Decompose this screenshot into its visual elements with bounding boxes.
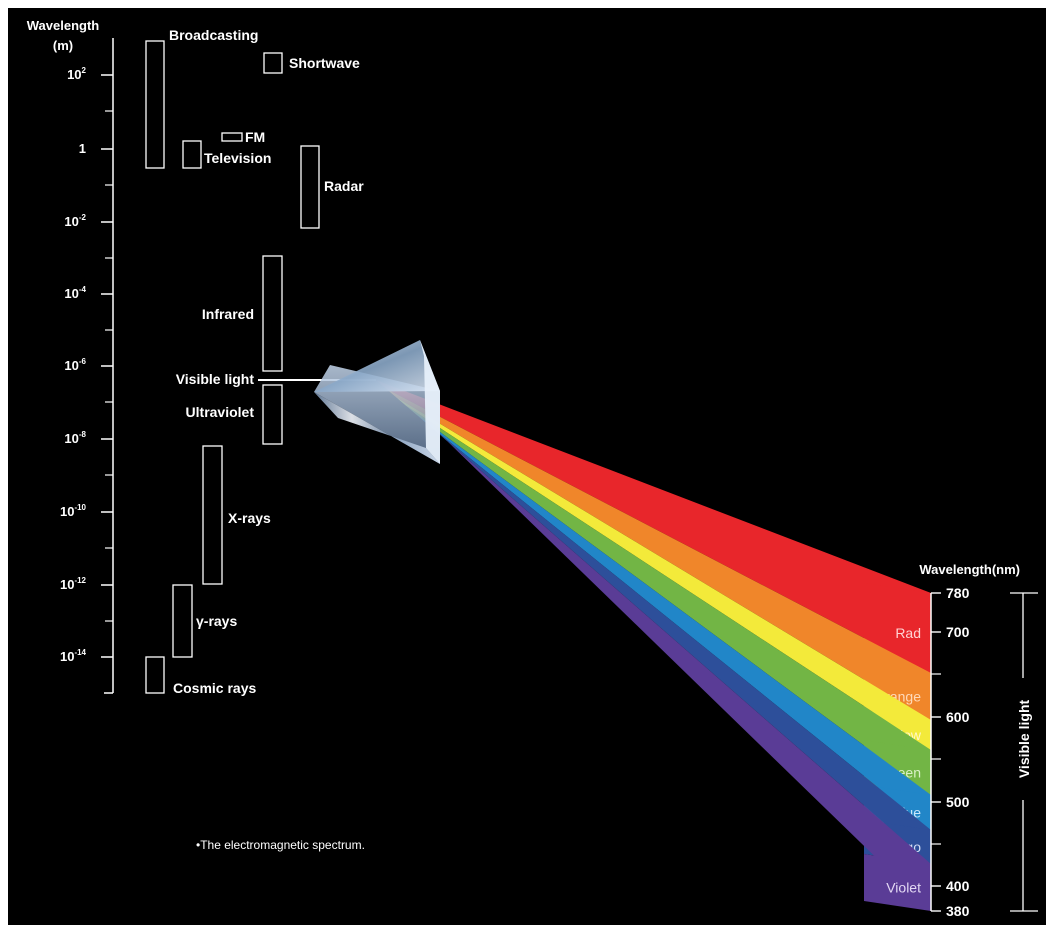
cosmic-rays-label: Cosmic rays [173, 680, 256, 696]
caption: •The electromagnetic spectrum. [196, 838, 365, 852]
television-label: Television [204, 150, 271, 166]
broadcasting-label: Broadcasting [169, 27, 258, 43]
fan-band-yellow [396, 397, 931, 750]
left-tick-label: 10-6 [64, 357, 86, 373]
fan-band-blue [416, 414, 931, 830]
left-tick-label: 10-14 [60, 648, 87, 664]
nm-tick-label: 700 [946, 624, 970, 640]
shortwave-label: Shortwave [289, 55, 360, 71]
left-tick-label: 1 [79, 141, 86, 156]
left-tick-label: 102 [67, 66, 86, 82]
prism-top-face [314, 340, 440, 392]
x-rays-label: X-rays [228, 510, 271, 526]
gamma-rays-label: γ-rays [196, 613, 237, 629]
left-scale-header: Wavelength [27, 18, 100, 33]
television-range-box [182, 140, 202, 169]
fan-band-end-violet [864, 854, 931, 911]
color-label-violet: Violet [886, 880, 921, 896]
visible-scale-header: Wavelength(nm) [919, 562, 1020, 577]
shortwave-range-box [263, 52, 283, 74]
left-tick-label: 10-12 [60, 576, 87, 592]
visible-light-bracket [1010, 592, 1038, 912]
visible-light-label: Visible light [176, 371, 255, 387]
gamma-rays-range-box [172, 584, 193, 658]
fm-range-box [221, 132, 243, 142]
infrared-range-box [262, 255, 283, 372]
left-tick-label: 10-4 [64, 285, 86, 301]
left-scale-ticks: 102 1 10-2 10-4 10-6 10-8 10-10 10-12 10-14 [60, 66, 113, 664]
ultraviolet-range-box [262, 384, 283, 445]
broadcasting-range-box [145, 40, 165, 169]
nm-tick-label: 780 [946, 585, 970, 601]
prism-edge-face [420, 340, 440, 464]
prism-front-face [314, 392, 440, 464]
cosmic-rays-range-box [145, 656, 165, 694]
nm-tick-label: 600 [946, 709, 970, 725]
left-scale-unit: (m) [53, 38, 73, 53]
left-tick-label: 10-2 [64, 213, 86, 229]
spectrum-figure: Wavelength (m) 102 1 10-2 10-4 10-6 10-8 10-10… [8, 8, 1046, 925]
radar-range-box [300, 145, 320, 229]
nm-tick-label: 400 [946, 878, 970, 894]
nm-tick-label: 500 [946, 794, 970, 810]
band-boxes [145, 40, 320, 694]
prism [314, 340, 440, 464]
x-rays-range-box [202, 445, 223, 585]
visible-scale-ticks: 780 700 600 500 400 380 [931, 585, 970, 919]
fm-label: FM [245, 129, 265, 145]
radar-label: Radar [324, 178, 364, 194]
spectrum-diagram: Wavelength (m) 102 1 10-2 10-4 10-6 10-8 10-10… [27, 18, 1038, 919]
ultraviolet-label: Ultraviolet [186, 404, 255, 420]
fan-band-green [406, 405, 931, 795]
infrared-label: Infrared [202, 306, 254, 322]
left-tick-label: 10-10 [60, 503, 87, 519]
nm-tick-label: 380 [946, 903, 970, 919]
color-fan: RadOrangeYellowGreenBlueIndigoViolet [376, 380, 931, 911]
color-label-rad: Rad [895, 625, 921, 641]
visible-light-bracket-label: Visible light [1016, 700, 1032, 779]
left-tick-label: 10-8 [64, 430, 86, 446]
fan-band-orange [386, 388, 931, 720]
fan-band-rad [376, 380, 931, 673]
